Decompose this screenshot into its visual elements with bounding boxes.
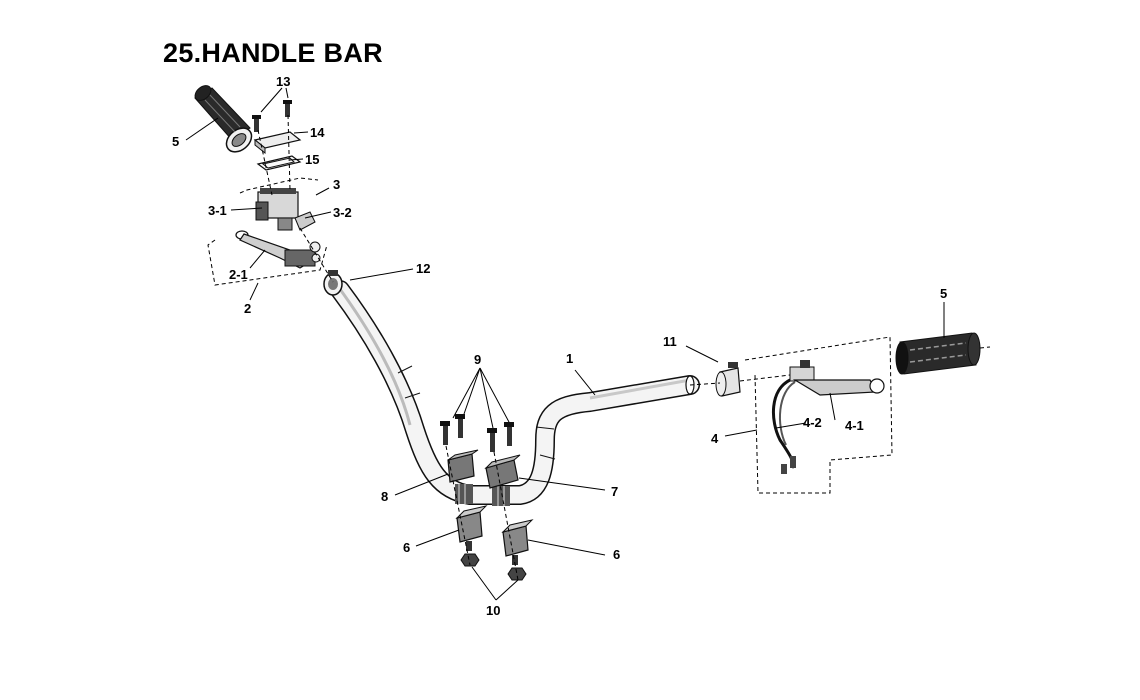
upper-clamp-8 — [447, 449, 479, 483]
callout-7: 7 — [611, 484, 618, 499]
callout-6-left: 6 — [403, 540, 410, 555]
clamp-bolts-9 — [440, 414, 514, 452]
right-grip — [895, 332, 981, 375]
callout-9: 9 — [474, 352, 481, 367]
screw-13-right — [283, 100, 292, 117]
reservoir-cover-14 — [253, 131, 302, 155]
callout-4: 4 — [711, 431, 719, 446]
callout-13: 13 — [276, 74, 290, 89]
callout-labels: 13 14 15 5 3 3-1 3-2 2-1 2 12 9 1 11 5 4… — [172, 74, 947, 618]
callout-4-1: 4-1 — [845, 418, 864, 433]
brake-lever-2-1 — [235, 230, 321, 269]
callout-14: 14 — [310, 125, 325, 140]
callout-8: 8 — [381, 489, 388, 504]
handlebar-tube — [330, 280, 700, 506]
screw-13-left — [252, 115, 261, 132]
throttle-lever-assembly-4 — [771, 360, 885, 474]
callout-1: 1 — [566, 351, 573, 366]
page-title: 25.HANDLE BAR — [163, 38, 383, 68]
callout-11: 11 — [663, 334, 677, 349]
nuts-10 — [460, 553, 527, 581]
callout-2-1: 2-1 — [229, 267, 248, 282]
callout-10: 10 — [486, 603, 500, 618]
callout-3-2: 3-2 — [333, 205, 352, 220]
master-cylinder-3 — [255, 188, 316, 231]
lower-holder-6-left — [455, 505, 488, 551]
upper-clamp-7 — [484, 454, 521, 489]
collar-12 — [323, 270, 343, 296]
callout-15: 15 — [305, 152, 319, 167]
assembly-centerlines — [207, 114, 991, 581]
callout-6-right: 6 — [613, 547, 620, 562]
callout-5-right: 5 — [940, 286, 947, 301]
left-grip — [194, 85, 253, 153]
callout-12: 12 — [416, 261, 430, 276]
callout-4-2: 4-2 — [803, 415, 822, 430]
leader-lines — [185, 87, 945, 601]
lower-holder-6-right — [501, 519, 534, 565]
callout-3-1: 3-1 — [208, 203, 227, 218]
callout-2: 2 — [244, 301, 251, 316]
callout-3: 3 — [333, 177, 340, 192]
collar-11 — [715, 362, 741, 397]
callout-5-left: 5 — [172, 134, 179, 149]
